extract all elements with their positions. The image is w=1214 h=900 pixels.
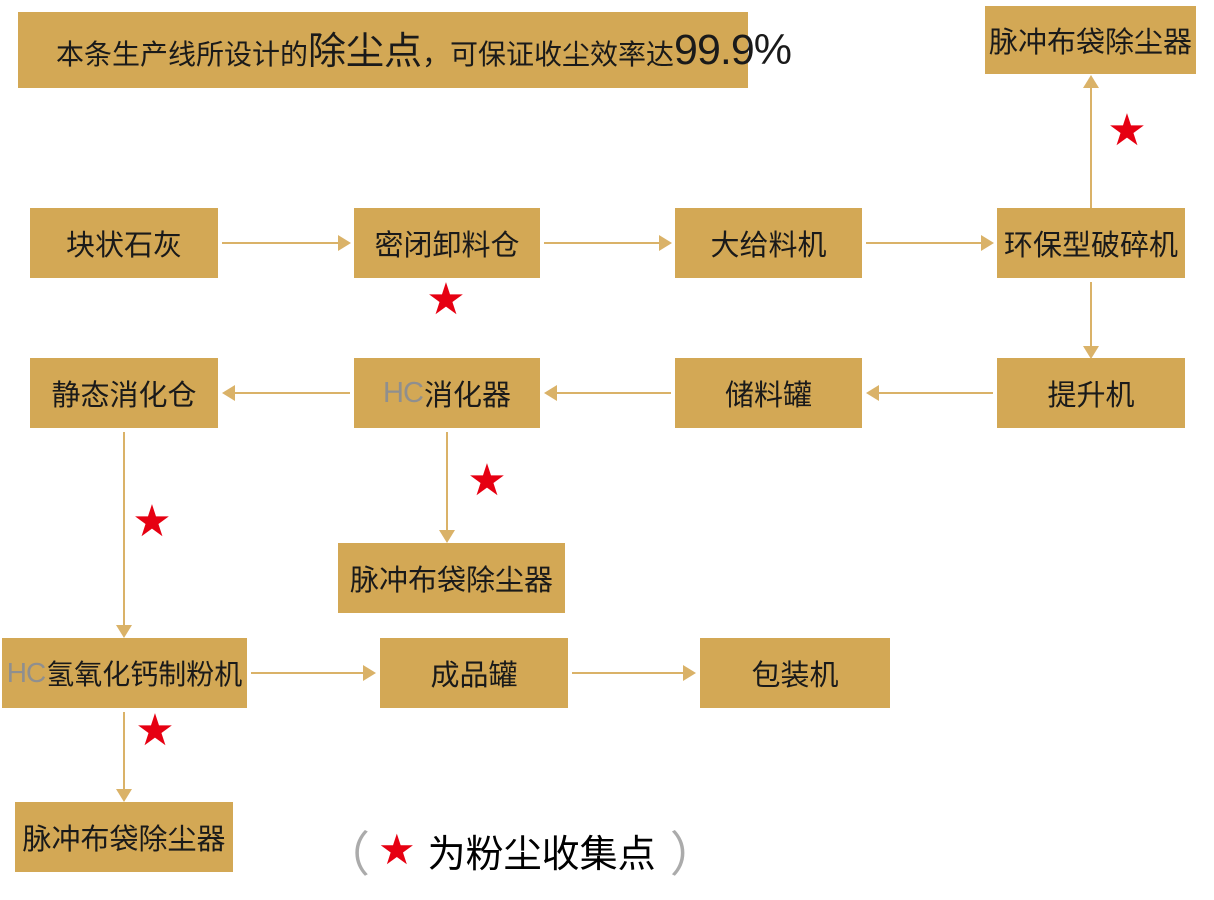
node-label: 脉冲布袋除尘器 <box>349 565 553 597</box>
dust-point-star-icon: ★ <box>132 497 172 546</box>
legend-open-paren: （ <box>322 829 371 882</box>
node-label: 氢氧化钙制粉机 <box>46 659 243 690</box>
banner: 本条生产线所设计的除尘点，可保证收尘效率达99.9% <box>18 12 792 88</box>
node-label: 块状石灰 <box>65 230 182 262</box>
arrow-static-bin-to-calcium-mill <box>116 432 132 638</box>
arrow-calcium-mill-to-dust-collector-bottom <box>116 712 132 802</box>
node-label: 大给料机 <box>710 230 827 262</box>
banner-efficiency-value: 99.9% <box>674 26 792 74</box>
arrow-unloading-bin-to-feeder <box>544 235 672 251</box>
arrow-storage-tank-to-hc-digester <box>544 385 671 401</box>
node-dust-collector-mid: 脉冲布袋除尘器 <box>338 543 565 613</box>
node-label: 成品罐 <box>430 660 518 692</box>
node-label: 包装机 <box>751 660 839 692</box>
arrow-crusher-to-dust-collector-top <box>1083 75 1099 208</box>
node-label: 密闭卸料仓 <box>374 230 520 262</box>
banner-text: 本条生产线所设计的 <box>56 39 309 70</box>
dust-point-star-icon: ★ <box>467 456 507 505</box>
node-bucket-elevator: 提升机 <box>997 358 1185 428</box>
dust-point-star-icon: ★ <box>1107 106 1147 155</box>
arrow-hc-digester-to-static-bin <box>222 385 350 401</box>
node-label: 环保型破碎机 <box>1003 230 1178 262</box>
legend-label: 为粉尘收集点 <box>427 833 656 876</box>
legend-close-paren: ） <box>669 829 718 882</box>
arrow-feeder-to-crusher <box>866 235 994 251</box>
node-dust-collector-bottom: 脉冲布袋除尘器 <box>15 802 233 872</box>
node-lump-lime: 块状石灰 <box>30 208 218 278</box>
node-eco-crusher: 环保型破碎机 <box>997 208 1185 278</box>
legend: （ ★ 为粉尘收集点 ） <box>322 818 718 883</box>
node-storage-tank: 储料罐 <box>675 358 862 428</box>
arrow-finished-tank-to-packing-machine <box>572 665 696 681</box>
banner-highlight-dust-points: 除尘点 <box>308 31 423 73</box>
node-packing-machine: 包装机 <box>700 638 890 708</box>
arrow-lime-to-unloading-bin <box>222 235 351 251</box>
node-large-feeder: 大给料机 <box>675 208 862 278</box>
node-label: 消化器 <box>423 380 511 412</box>
arrow-hc-digester-to-dust-collector-mid <box>439 432 455 543</box>
node-static-digestion-bin: 静态消化仓 <box>30 358 218 428</box>
node-label-hc-prefix: HC <box>6 657 46 688</box>
arrow-bucket-elevator-to-storage-tank <box>866 385 993 401</box>
node-dust-collector-top: 脉冲布袋除尘器 <box>985 6 1196 74</box>
node-sealed-unloading-bin: 密闭卸料仓 <box>354 208 540 278</box>
node-label-hc-prefix: HC <box>383 376 424 409</box>
banner-text: ，可保证收尘效率达 <box>422 39 675 70</box>
legend-star-icon: ★ <box>378 826 416 873</box>
arrow-crusher-to-bucket-elevator <box>1083 282 1099 359</box>
node-label: 脉冲布袋除尘器 <box>22 824 226 856</box>
arrow-calcium-mill-to-finished-tank <box>251 665 376 681</box>
dust-point-star-icon: ★ <box>135 706 175 755</box>
node-label: 储料罐 <box>724 380 812 412</box>
node-label: 提升机 <box>1047 380 1135 412</box>
node-label: 脉冲布袋除尘器 <box>988 27 1192 59</box>
node-finished-product-tank: 成品罐 <box>380 638 568 708</box>
node-label: 静态消化仓 <box>51 380 197 412</box>
dust-point-star-icon: ★ <box>426 275 466 324</box>
